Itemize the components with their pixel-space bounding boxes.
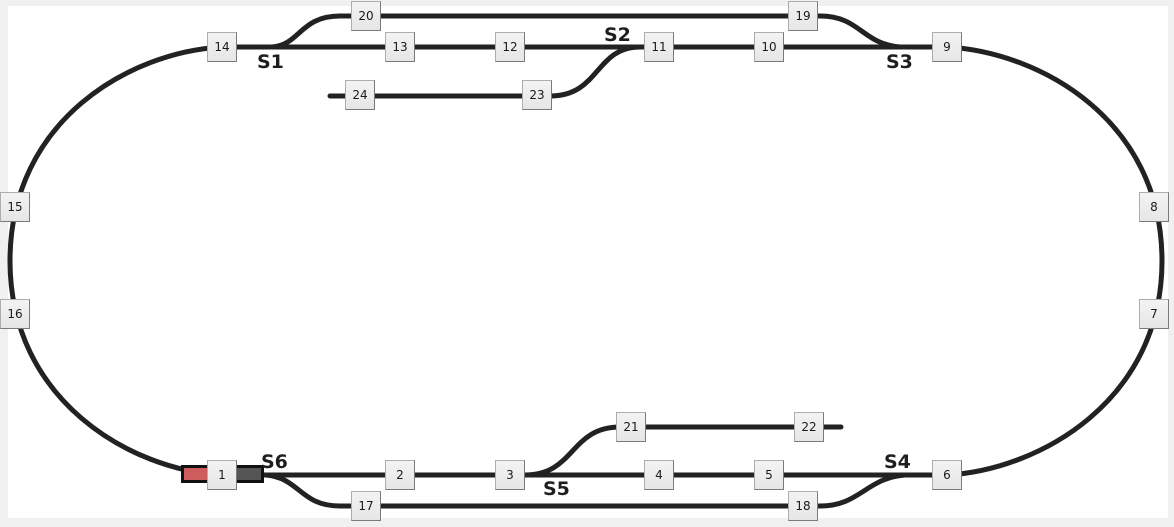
block-button-17[interactable]: 17: [351, 491, 381, 521]
block-button-18[interactable]: 18: [788, 491, 818, 521]
block-button-15[interactable]: 15: [0, 192, 30, 222]
block-button-19[interactable]: 19: [788, 1, 818, 31]
block-button-21[interactable]: 21: [616, 412, 646, 442]
block-button-5[interactable]: 5: [754, 460, 784, 490]
block-button-9[interactable]: 9: [932, 32, 962, 62]
switch-label-s3[interactable]: S3: [886, 51, 913, 73]
block-button-3[interactable]: 3: [495, 460, 525, 490]
track-right-loop: [944, 44, 1165, 478]
switch-label-s2[interactable]: S2: [604, 24, 631, 46]
block-button-2[interactable]: 2: [385, 460, 415, 490]
layout-canvas: [8, 6, 1168, 518]
switch-label-s1[interactable]: S1: [257, 51, 284, 73]
block-button-20[interactable]: 20: [351, 1, 381, 31]
switch-label-s6[interactable]: S6: [261, 451, 288, 473]
block-button-16[interactable]: 16: [0, 299, 30, 329]
track-spur-23-24: [327, 44, 643, 99]
block-button-10[interactable]: 10: [754, 32, 784, 62]
block-button-24[interactable]: 24: [345, 80, 375, 110]
switch-label-s4[interactable]: S4: [884, 451, 911, 473]
block-button-13[interactable]: 13: [385, 32, 415, 62]
track-left-loop: [7, 44, 225, 478]
switch-label-s5[interactable]: S5: [543, 478, 570, 500]
block-button-12[interactable]: 12: [495, 32, 525, 62]
track-spur-21-22: [522, 424, 844, 478]
block-button-23[interactable]: 23: [522, 80, 552, 110]
track-top-siding: [269, 13, 903, 50]
block-button-7[interactable]: 7: [1139, 299, 1169, 329]
block-button-4[interactable]: 4: [644, 460, 674, 490]
block-button-14[interactable]: 14: [207, 32, 237, 62]
block-button-11[interactable]: 11: [644, 32, 674, 62]
block-button-8[interactable]: 8: [1139, 192, 1169, 222]
track-bottom-siding: [263, 472, 908, 509]
block-button-6[interactable]: 6: [932, 460, 962, 490]
block-button-1[interactable]: 1: [207, 460, 237, 490]
block-button-22[interactable]: 22: [794, 412, 824, 442]
train-rear-car[interactable]: [234, 465, 264, 483]
